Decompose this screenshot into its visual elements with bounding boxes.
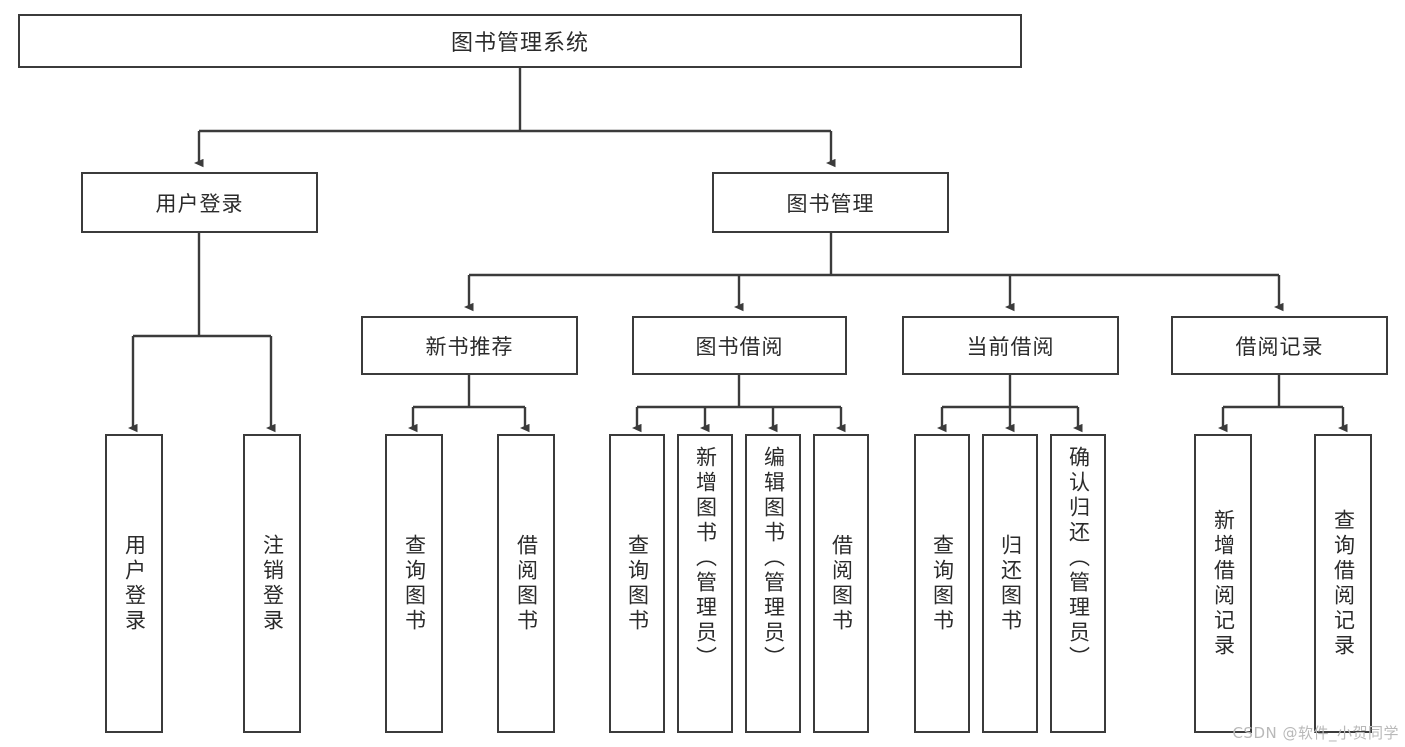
node-book-manage[interactable]: 图书管理 bbox=[712, 172, 949, 233]
leaf-label: 用户登录 bbox=[122, 533, 147, 634]
leaf-label: 查询图书 bbox=[930, 533, 955, 634]
node-book-borrow[interactable]: 图书借阅 bbox=[632, 316, 847, 375]
leaf-return-book[interactable]: 归还图书 bbox=[982, 434, 1038, 733]
leaf-label: 编辑图书（管理员） bbox=[761, 446, 786, 671]
leaf-label: 查询图书 bbox=[402, 533, 427, 634]
leaf-logout[interactable]: 注销登录 bbox=[243, 434, 301, 733]
leaf-add-borrow-record[interactable]: 新增借阅记录 bbox=[1194, 434, 1252, 733]
leaf-edit-book-admin[interactable]: 编辑图书（管理员） bbox=[745, 434, 801, 733]
leaf-label: 新增图书（管理员） bbox=[693, 446, 718, 671]
node-current-borrow[interactable]: 当前借阅 bbox=[902, 316, 1119, 375]
leaf-confirm-return-admin[interactable]: 确认归还（管理员） bbox=[1050, 434, 1106, 733]
leaf-borrow-book-recommend[interactable]: 借阅图书 bbox=[497, 434, 555, 733]
leaf-query-book-recommend[interactable]: 查询图书 bbox=[385, 434, 443, 733]
node-borrow-record[interactable]: 借阅记录 bbox=[1171, 316, 1388, 375]
leaf-add-book-admin[interactable]: 新增图书（管理员） bbox=[677, 434, 733, 733]
leaf-label: 归还图书 bbox=[998, 533, 1023, 634]
leaf-label: 借阅图书 bbox=[514, 533, 539, 634]
leaf-query-book-borrow[interactable]: 查询图书 bbox=[609, 434, 665, 733]
leaf-borrow-book-borrow[interactable]: 借阅图书 bbox=[813, 434, 869, 733]
leaf-query-book-current[interactable]: 查询图书 bbox=[914, 434, 970, 733]
leaf-label: 查询图书 bbox=[625, 533, 650, 634]
leaf-label: 借阅图书 bbox=[829, 533, 854, 634]
leaf-query-borrow-record[interactable]: 查询借阅记录 bbox=[1314, 434, 1372, 733]
leaf-label: 确认归还（管理员） bbox=[1066, 446, 1091, 671]
leaf-label: 查询借阅记录 bbox=[1331, 508, 1356, 659]
leaf-label: 注销登录 bbox=[260, 533, 285, 634]
node-user-login[interactable]: 用户登录 bbox=[81, 172, 318, 233]
node-new-book-recommend[interactable]: 新书推荐 bbox=[361, 316, 578, 375]
leaf-user-login[interactable]: 用户登录 bbox=[105, 434, 163, 733]
watermark-text: CSDN @软件_小贺同学 bbox=[1232, 724, 1399, 742]
node-root-system[interactable]: 图书管理系统 bbox=[18, 14, 1022, 68]
leaf-label: 新增借阅记录 bbox=[1211, 508, 1236, 659]
